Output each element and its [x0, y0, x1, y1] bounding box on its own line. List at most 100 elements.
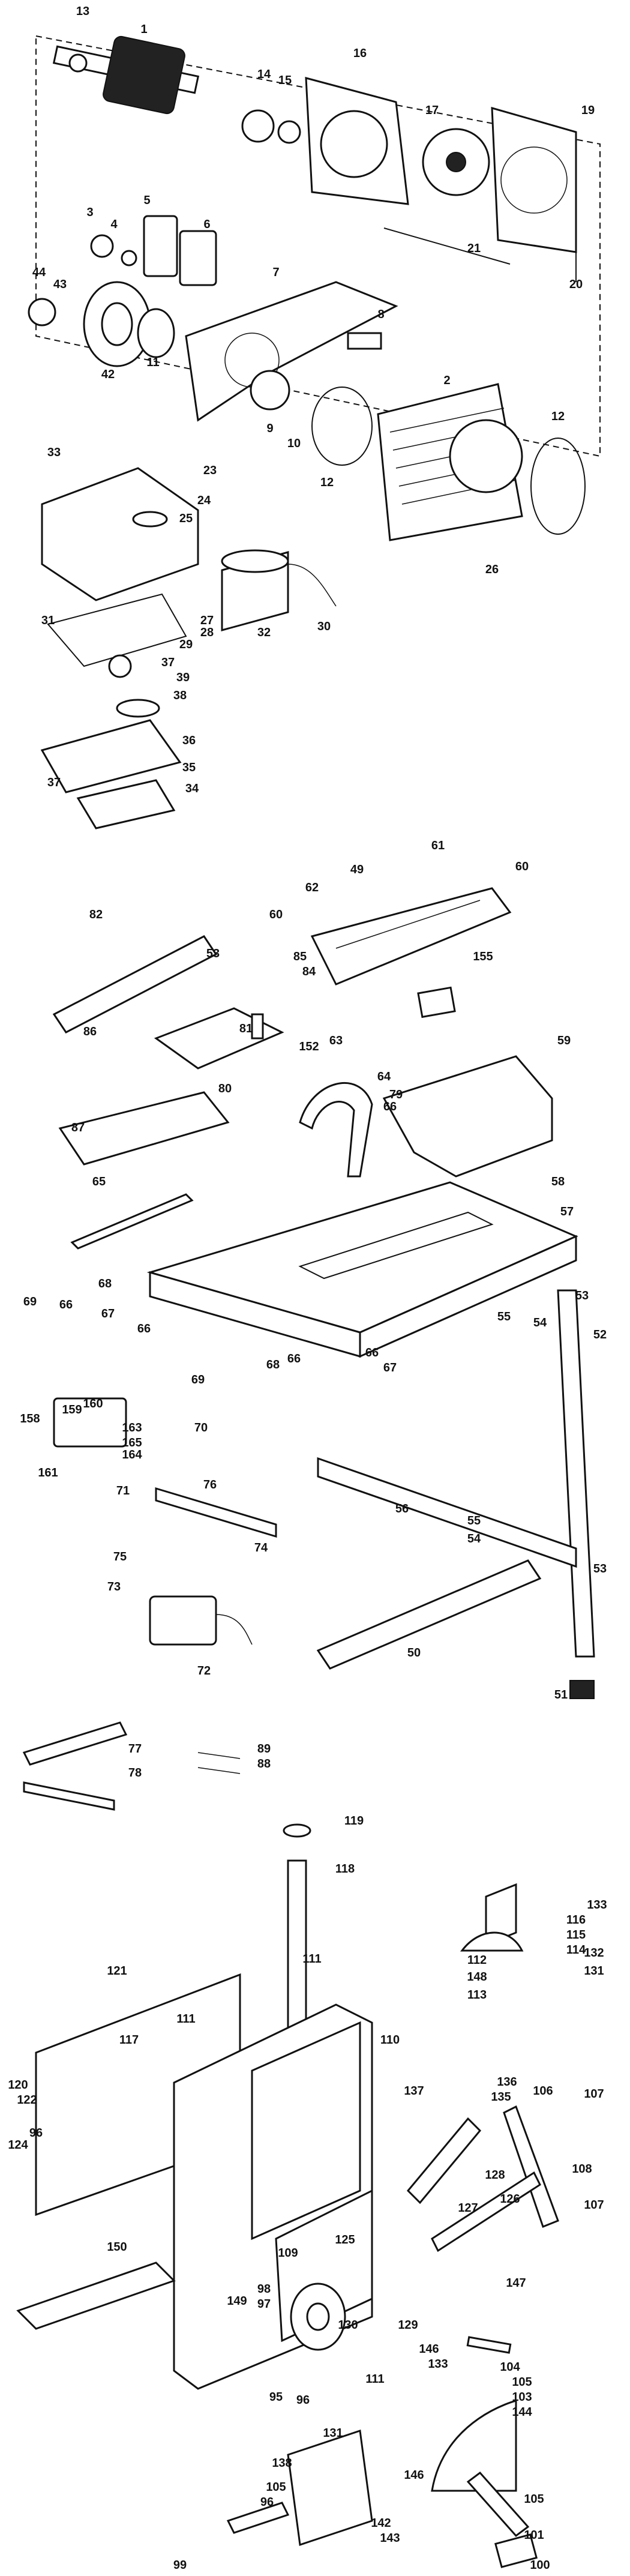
part-number-label: 4	[110, 218, 118, 231]
guard-housing	[382, 1055, 553, 1178]
part-number-label: 95	[269, 2391, 283, 2404]
part-number-label: 1	[140, 23, 147, 36]
part-number-label: 128	[485, 2168, 505, 2182]
rail	[155, 1487, 277, 1538]
part-number-label: 65	[92, 1175, 106, 1188]
part-number-label: 114	[566, 1943, 586, 1957]
part-number-label: 107	[584, 2198, 604, 2212]
part-number-label: 97	[257, 2298, 271, 2311]
part-number-label: 60	[515, 860, 529, 873]
part-number-label: 129	[398, 2319, 418, 2332]
part-number-label: 66	[383, 1100, 397, 1113]
part-number-label: 17	[425, 104, 439, 117]
riving-knife	[299, 1082, 373, 1178]
part-number-label: 116	[566, 1913, 586, 1927]
bearing-housing	[185, 281, 398, 422]
part-number-label: 36	[182, 734, 196, 747]
part-number-label: 38	[173, 689, 187, 702]
part-number-label: 147	[506, 2277, 526, 2290]
part-number-label: 82	[89, 908, 103, 921]
part-number-label: 42	[101, 368, 115, 381]
part-number-label: 121	[107, 1964, 127, 1978]
part-number-label: 44	[32, 266, 46, 279]
part-number-label: 2	[443, 374, 450, 387]
lead-screw	[431, 2171, 541, 2252]
part-number-label: 67	[383, 1361, 397, 1374]
part-number-label: 66	[137, 1322, 151, 1335]
part-number-label: 53	[206, 947, 220, 960]
armature	[52, 35, 200, 115]
wrench	[22, 1721, 128, 1766]
part-number-label: 69	[23, 1295, 37, 1308]
part-number-label: 133	[587, 1898, 607, 1912]
part-number-label: 61	[431, 839, 445, 852]
part-number-label: 62	[305, 881, 319, 894]
part-number-label: 81	[239, 1022, 253, 1035]
part-number-label: 138	[272, 2457, 292, 2470]
part-number-label: 131	[584, 1964, 604, 1978]
part-number-label: 3	[86, 206, 93, 219]
part-number-label: 152	[299, 1040, 319, 1053]
part-number-label: 146	[404, 2469, 424, 2482]
long-bolt	[383, 227, 511, 265]
part-number-label: 10	[287, 437, 301, 450]
part-number-label: 55	[497, 1310, 511, 1323]
part-number-label: 28	[200, 626, 214, 639]
part-number-label: 124	[8, 2138, 28, 2152]
part-number-label: 68	[266, 1358, 280, 1371]
part-number-label: 158	[20, 1412, 40, 1425]
part-number-label: 96	[29, 2126, 43, 2140]
part-number-label: 6	[203, 218, 210, 231]
part-number-label: 75	[113, 1550, 127, 1563]
part-number-label: 25	[179, 512, 193, 525]
seal-ring	[311, 387, 373, 466]
part-number-label: 57	[560, 1205, 574, 1218]
part-number-label: 87	[71, 1121, 85, 1134]
part-number-label: 126	[500, 2192, 520, 2206]
tilt-sector	[431, 2400, 517, 2492]
plate	[76, 779, 176, 829]
part-number-label: 165	[122, 1436, 142, 1449]
table-top	[146, 1181, 578, 1358]
part-number-label: 115	[566, 1928, 586, 1942]
stator	[377, 383, 523, 541]
gear	[250, 370, 290, 411]
part-number-label: 88	[257, 1757, 271, 1771]
switch-module	[53, 1397, 127, 1448]
part-number-label: 67	[101, 1307, 115, 1320]
part-number-label: 84	[302, 965, 316, 978]
part-number-label: 31	[41, 614, 55, 627]
pulley	[83, 281, 175, 367]
link-arm-2	[503, 2105, 559, 2228]
part-number-label: 112	[467, 1954, 487, 1967]
part-number-label: 37	[47, 776, 61, 789]
part-number-label: 117	[119, 2033, 139, 2047]
part-number-label: 77	[128, 1742, 142, 1756]
column-rod	[287, 1859, 307, 2030]
part-number-label: 34	[185, 782, 199, 795]
part-number-label: 89	[257, 1742, 271, 1756]
part-number-label: 106	[533, 2084, 553, 2098]
part-number-label: 164	[122, 1448, 142, 1461]
part-number-label: 101	[524, 2529, 544, 2542]
part-number-label: 107	[584, 2087, 604, 2101]
part-number-label: 20	[569, 278, 583, 291]
part-number-label: 159	[62, 1403, 82, 1416]
part-number-label: 52	[593, 1328, 607, 1341]
part-number-label: 137	[404, 2084, 424, 2098]
part-number-label: 54	[533, 1316, 547, 1329]
part-number-label: 85	[293, 950, 307, 963]
part-number-label: 39	[176, 671, 190, 684]
part-number-label: 74	[254, 1541, 268, 1554]
part-number-label: 111	[365, 2373, 384, 2386]
part-number-label: 54	[467, 1532, 481, 1545]
hex-key	[23, 1781, 115, 1811]
fan	[422, 128, 490, 196]
miter-plate	[154, 1007, 284, 1070]
part-number-label: 99	[173, 2559, 187, 2572]
lower-brace	[316, 1559, 542, 1670]
fence-assembly	[58, 1091, 230, 1166]
part-number-label: 64	[377, 1070, 391, 1083]
